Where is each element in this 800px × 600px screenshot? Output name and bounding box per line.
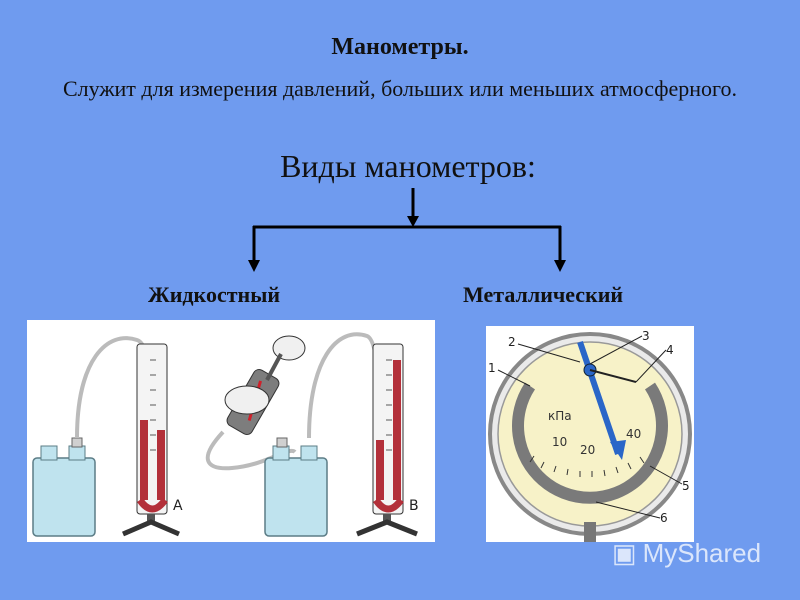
types-heading: Виды манометров:	[280, 148, 536, 184]
callout-5: 5	[682, 479, 690, 493]
dial-ticks	[529, 455, 645, 477]
dial-number-20: 20	[580, 443, 595, 457]
tube-label-b: B	[409, 498, 419, 514]
bottle-right	[264, 437, 328, 537]
dial-number-40: 40	[626, 427, 641, 441]
callout-6: 6	[660, 511, 668, 525]
callout-1: 1	[488, 361, 496, 375]
hand-pump-icon	[224, 335, 306, 436]
connector-stem-arrow	[407, 216, 419, 227]
gauge-stem	[584, 522, 596, 542]
hose-right	[307, 332, 381, 471]
branch-label-liquid: Жидкостный	[148, 282, 281, 307]
callout-2: 2	[508, 335, 516, 349]
dial-number-10: 10	[552, 435, 567, 449]
callout-3: 3	[642, 329, 650, 343]
watermark-text: MyShared	[642, 538, 762, 568]
callout-lines	[497, 335, 683, 519]
presentation-icon: ▣	[612, 538, 637, 568]
needle-tip	[610, 440, 626, 460]
dial-unit: кПа	[548, 409, 572, 423]
page-subtitle: Служит для измерения давлений, больших и…	[62, 76, 738, 101]
watermark: ▣ MyShared	[612, 538, 761, 569]
stand-left	[122, 514, 180, 537]
liquid-manometer-illustration: A	[27, 320, 435, 542]
connector-left-arrow	[248, 260, 260, 272]
u-tube-left	[136, 343, 168, 515]
page-title: Манометры.	[331, 34, 469, 60]
lever	[589, 369, 637, 383]
branch-label-metal: Металлический	[463, 282, 624, 307]
tube-label-a: A	[173, 498, 183, 514]
bourdon-tube	[512, 382, 668, 504]
stand-right	[356, 514, 418, 537]
callout-4: 4	[666, 343, 674, 357]
gauge-needle	[577, 341, 621, 455]
u-tube-right	[372, 343, 404, 515]
connector-right-arrow	[554, 260, 566, 272]
metal-manometer-illustration: кПа 10 20 40 1 2 3 4 5 6	[486, 326, 694, 542]
bottle-left	[32, 437, 96, 537]
